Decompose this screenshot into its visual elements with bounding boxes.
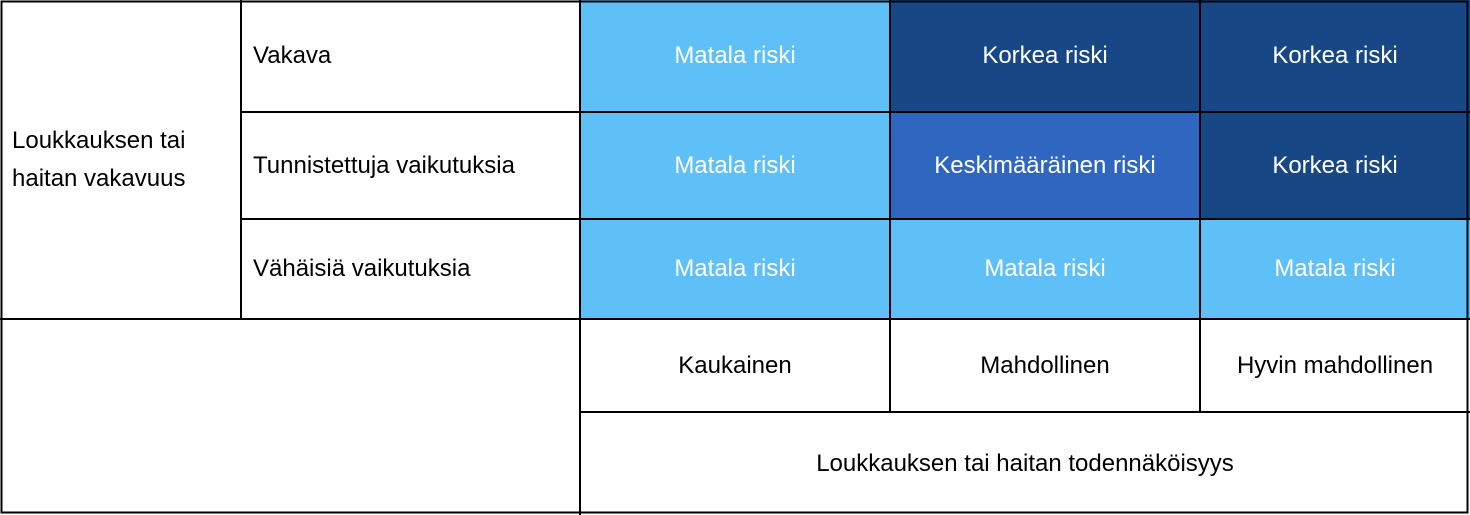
probability-level-label: Hyvin mahdollinen bbox=[1236, 351, 1434, 379]
severity-level-identified-effects: Tunnistettuja vaikutuksia bbox=[241, 112, 580, 219]
severity-level-serious: Vakava bbox=[241, 0, 580, 112]
probability-level-remote: Kaukainen bbox=[580, 319, 890, 412]
probability-level-very-possible: Hyvin mahdollinen bbox=[1200, 319, 1470, 412]
risk-cell-r0-c2: Korkea riski bbox=[1200, 0, 1470, 112]
severity-axis-title: Loukkauksen tai haitan vakavuus bbox=[0, 0, 241, 319]
severity-level-label: Vakava bbox=[253, 42, 332, 69]
probability-level-label: Kaukainen bbox=[678, 351, 792, 379]
risk-label: Korkea riski bbox=[1272, 151, 1398, 179]
risk-cell-r1-c0: Matala riski bbox=[580, 112, 890, 219]
risk-label: Korkea riski bbox=[982, 42, 1108, 69]
risk-label: Korkea riski bbox=[1272, 42, 1398, 69]
probability-axis-title-text: Loukkauksen tai haitan todennäköisyys bbox=[816, 449, 1234, 477]
risk-label: Matala riski bbox=[1274, 255, 1396, 282]
severity-level-label: Tunnistettuja vaikutuksia bbox=[253, 151, 515, 179]
risk-cell-r0-c0: Matala riski bbox=[580, 0, 890, 112]
risk-label: Matala riski bbox=[674, 255, 796, 282]
probability-level-possible: Mahdollinen bbox=[890, 319, 1200, 412]
severity-axis-title-line1: Loukkauksen tai bbox=[12, 126, 186, 154]
severity-level-label: Vähäisiä vaikutuksia bbox=[253, 255, 471, 282]
risk-cell-r0-c1: Korkea riski bbox=[890, 0, 1200, 112]
risk-label: Matala riski bbox=[674, 151, 796, 179]
risk-label: Keskimääräinen riski bbox=[934, 151, 1156, 179]
risk-cell-r2-c0: Matala riski bbox=[580, 219, 890, 319]
risk-label: Matala riski bbox=[984, 255, 1106, 282]
severity-level-minor-effects: Vähäisiä vaikutuksia bbox=[241, 219, 580, 319]
risk-label: Matala riski bbox=[674, 42, 796, 69]
probability-axis-title: Loukkauksen tai haitan todennäköisyys bbox=[580, 412, 1470, 515]
empty-corner bbox=[0, 319, 580, 515]
severity-axis-title-line2: haitan vakavuus bbox=[12, 164, 186, 192]
risk-cell-r1-c1: Keskimääräinen riski bbox=[890, 112, 1200, 219]
probability-level-label: Mahdollinen bbox=[980, 351, 1110, 379]
risk-cell-r2-c2: Matala riski bbox=[1200, 219, 1470, 319]
risk-cell-r1-c2: Korkea riski bbox=[1200, 112, 1470, 219]
risk-cell-r2-c1: Matala riski bbox=[890, 219, 1200, 319]
